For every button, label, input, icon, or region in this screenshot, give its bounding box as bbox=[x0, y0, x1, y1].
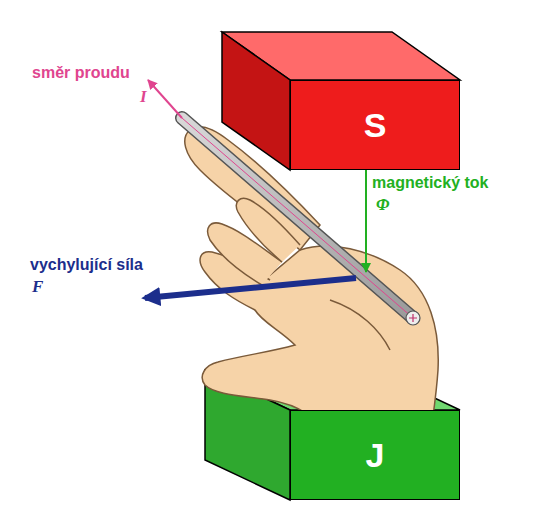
magnet-j: J bbox=[290, 410, 460, 500]
flux-arrow bbox=[365, 170, 367, 272]
current-arrow bbox=[148, 80, 182, 118]
force-arrow bbox=[145, 278, 356, 298]
magnet-s: S bbox=[290, 80, 460, 170]
magnet-s-faces bbox=[222, 32, 460, 170]
current-label: směr proudu bbox=[32, 64, 130, 82]
flux-label: magnetický tok bbox=[372, 174, 488, 192]
flux-symbol: Φ bbox=[376, 196, 389, 215]
force-label: vychylující síla bbox=[30, 256, 143, 274]
pole-letter: S bbox=[364, 108, 387, 142]
force-symbol: F bbox=[32, 278, 43, 297]
current-symbol: I bbox=[140, 88, 147, 107]
pole-letter: J bbox=[366, 438, 385, 472]
